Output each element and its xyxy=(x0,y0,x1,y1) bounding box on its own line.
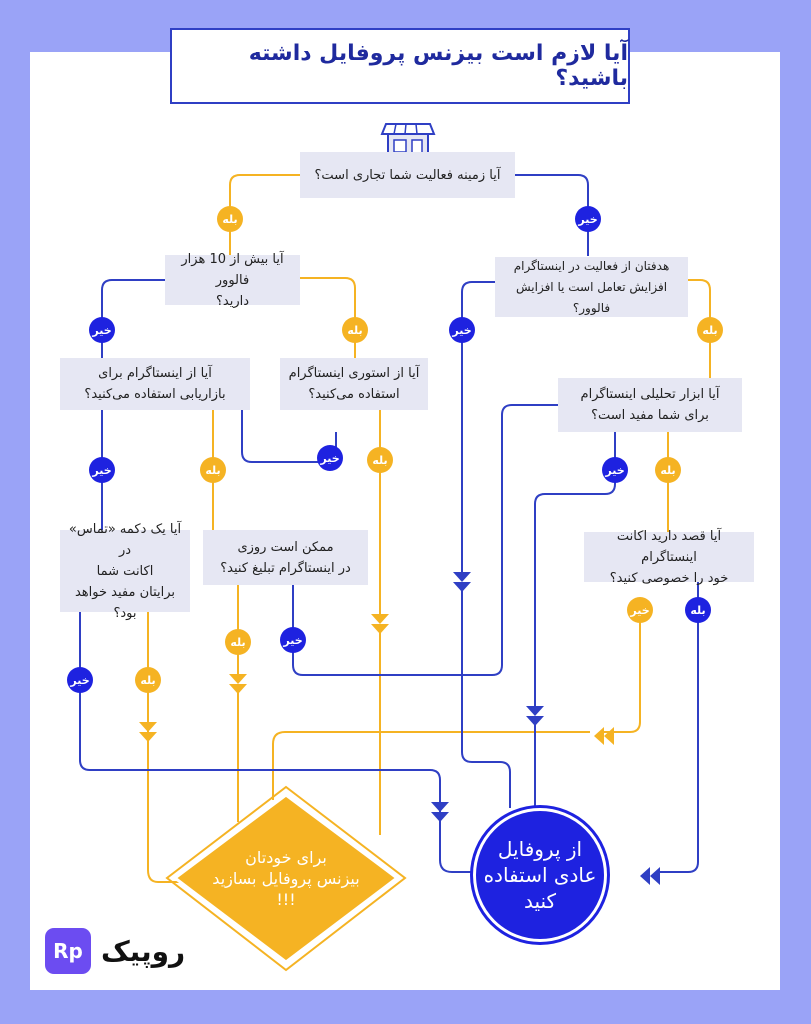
brand-logo: Rp xyxy=(45,928,91,974)
question-analytics: آیا ابزار تحلیلی اینستاگرام برای شما مفی… xyxy=(558,378,742,432)
svg-text:خیر: خیر xyxy=(577,213,597,226)
question-marketing: آیا از اینستاگرام برای بازاریابی استفاده… xyxy=(60,358,250,410)
svg-text:خیر: خیر xyxy=(69,674,89,687)
svg-text:بله: بله xyxy=(372,454,387,467)
svg-text:بله: بله xyxy=(702,324,717,337)
yes-badge: بله xyxy=(225,629,251,655)
svg-text:خیر: خیر xyxy=(282,634,302,647)
svg-text:بله: بله xyxy=(347,324,362,337)
svg-text:خیر: خیر xyxy=(629,604,649,617)
brand: Rp روپیک xyxy=(45,928,185,974)
no-badge: خیر xyxy=(89,317,115,343)
yes-badge: بله xyxy=(200,457,226,483)
no-paths xyxy=(79,174,699,873)
question-stories: آیا از استوری اینستاگرام استفاده می‌کنید… xyxy=(280,358,428,410)
question-ads: ممکن است روزی در اینستاگرام تبلیغ کنید؟ xyxy=(203,530,368,585)
question-private-account: آیا قصد دارید اکانت اینستاگرام خود را خص… xyxy=(584,529,754,586)
yes-badge: بله xyxy=(367,447,393,473)
question-contact-button: آیا یک دکمه «تماس» در اکانت شما برایتان … xyxy=(60,522,190,621)
svg-text:بله: بله xyxy=(140,674,155,687)
question-goal: هدفتان از فعالیت در اینستاگرام افزایش تع… xyxy=(495,257,688,317)
no-badge: خیر xyxy=(602,457,628,483)
question-followers: آیا بیش از 10 هزار فالوور دارید؟ xyxy=(165,252,300,309)
no-badge: خیر xyxy=(280,627,306,653)
yes-badge: بله xyxy=(135,667,161,693)
result-business-profile: برای خودتان بیزنس پروفایل بسازید !!! xyxy=(212,847,360,909)
svg-text:بله: بله xyxy=(205,464,220,477)
page-title: آیا لازم است بیزنس پروفایل داشته باشید؟ xyxy=(170,28,630,104)
yes-badge: بله xyxy=(685,597,711,623)
svg-text:خیر: خیر xyxy=(91,464,111,477)
svg-text:خیر: خیر xyxy=(451,324,471,337)
no-badge: خیر xyxy=(67,667,93,693)
business-profile-diamond xyxy=(172,793,400,964)
svg-text:بله: بله xyxy=(222,213,237,226)
svg-text:بله: بله xyxy=(230,636,245,649)
no-badge: خیر xyxy=(317,445,343,471)
svg-text:خیر: خیر xyxy=(604,464,624,477)
no-badge: خیر xyxy=(449,317,475,343)
svg-text:بله: بله xyxy=(690,604,705,617)
yes-badge: بله xyxy=(697,317,723,343)
yes-badge: بله xyxy=(217,206,243,232)
question-business-field: آیا زمینه فعالیت شما تجاری است؟ xyxy=(300,152,515,198)
yes-badge: بله xyxy=(342,317,368,343)
no-badge: خیر xyxy=(89,457,115,483)
svg-text:خیر: خیر xyxy=(319,452,339,465)
yes-badge: بله xyxy=(655,457,681,483)
svg-text:بله: بله xyxy=(660,464,675,477)
no-badge: خیر xyxy=(627,597,653,623)
no-badge: خیر xyxy=(575,206,601,232)
result-regular-profile: از پروفایل عادی استفاده کنید xyxy=(473,808,607,942)
infographic-panel xyxy=(30,52,780,990)
brand-name: روپیک xyxy=(101,934,186,968)
svg-text:خیر: خیر xyxy=(91,324,111,337)
